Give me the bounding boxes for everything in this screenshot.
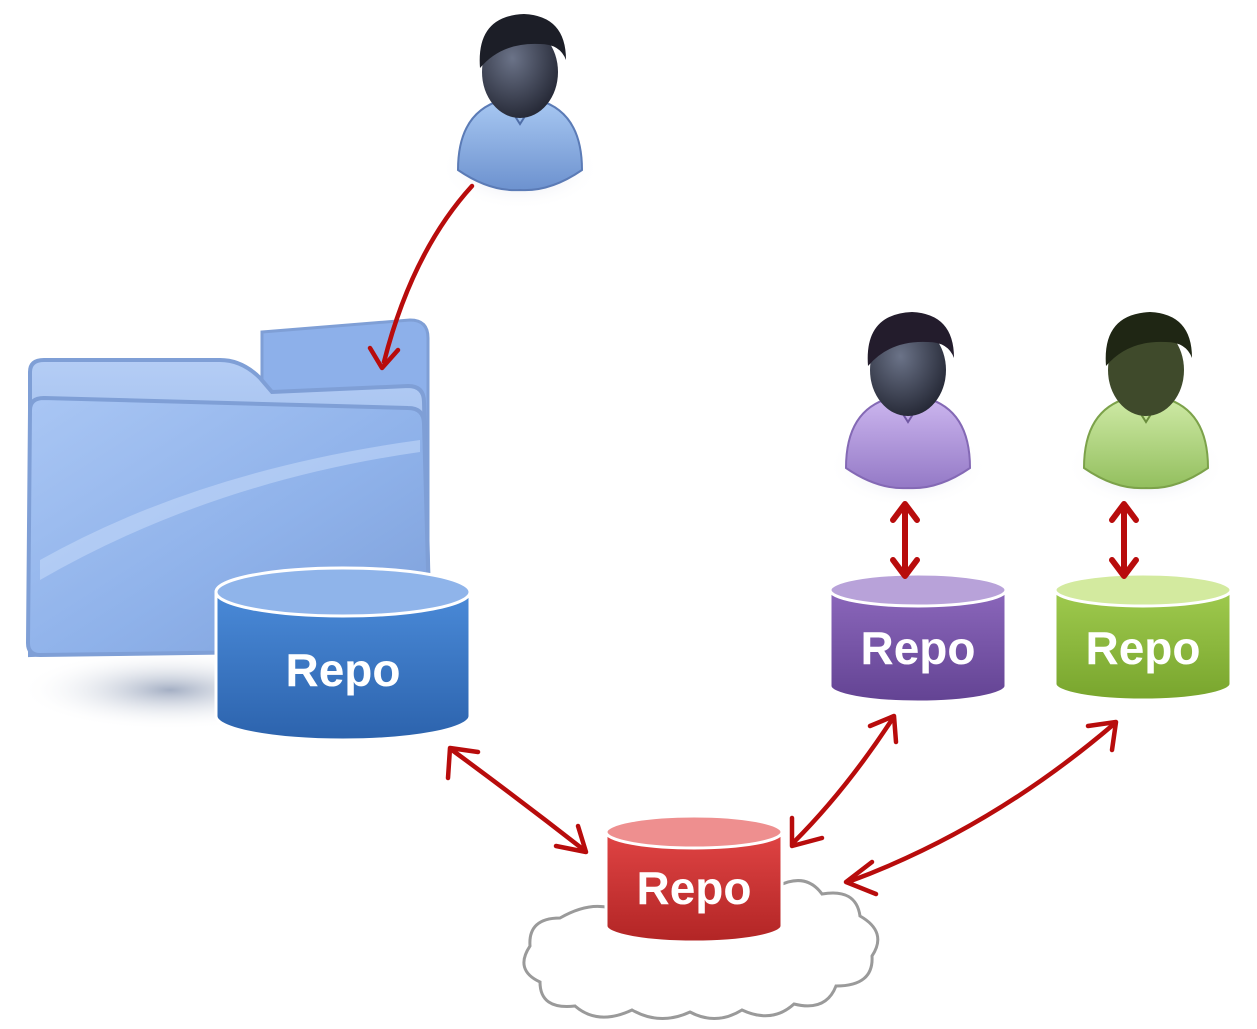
arrow-purple-user-repo bbox=[890, 501, 920, 579]
repo-label: Repo bbox=[637, 862, 752, 914]
remote-repo: Repo bbox=[604, 814, 784, 944]
arrow-purple-remote bbox=[789, 713, 899, 849]
arrow-green-remote bbox=[843, 719, 1119, 897]
database-icon bbox=[214, 566, 472, 742]
green-repo: Repo bbox=[1053, 572, 1233, 702]
user-icon bbox=[828, 312, 988, 508]
repo-label: Repo bbox=[861, 622, 976, 674]
arrow-local-remote bbox=[445, 745, 589, 855]
repo-label: Repo bbox=[286, 644, 401, 696]
database-icon bbox=[1053, 572, 1233, 702]
repo-label: Repo bbox=[1086, 622, 1201, 674]
arrow-green-user-repo bbox=[1109, 501, 1139, 579]
user-icon bbox=[440, 14, 600, 210]
database-icon bbox=[604, 814, 784, 944]
local-repo: Repo bbox=[214, 566, 472, 742]
arrow-user-to-folder bbox=[367, 183, 475, 371]
purple-repo: Repo bbox=[828, 572, 1008, 704]
database-icon bbox=[828, 572, 1008, 704]
user-icon bbox=[1066, 312, 1226, 508]
